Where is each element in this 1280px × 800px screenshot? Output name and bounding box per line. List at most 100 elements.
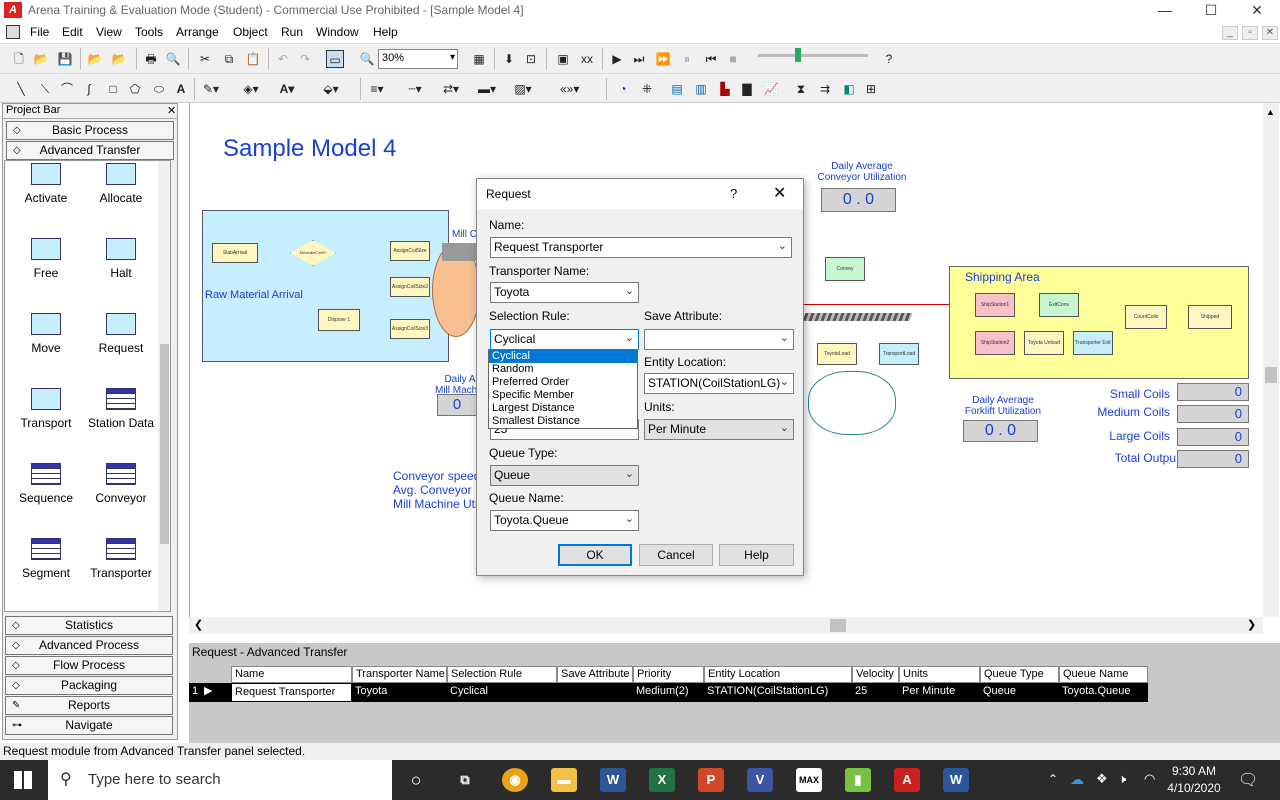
- text-icon[interactable]: A: [176, 82, 186, 96]
- cell-save-attribute[interactable]: [557, 683, 633, 702]
- module-allocate[interactable]: Allocate: [81, 163, 161, 205]
- text-color-icon[interactable]: A▾: [279, 82, 295, 96]
- template-detach-icon[interactable]: 📂: [111, 52, 127, 66]
- cell-entity-location[interactable]: STATION(CoilStationLG): [704, 683, 852, 702]
- cortana-icon[interactable]: ○: [410, 770, 422, 790]
- line-icon[interactable]: ╲: [17, 82, 25, 96]
- canvas-horizontal-scrollbar[interactable]: ❮ ❯: [189, 617, 1263, 634]
- copy-icon[interactable]: ⧉: [224, 52, 234, 66]
- panel-advanced-process[interactable]: ◇Advanced Process: [5, 636, 173, 655]
- word-icon[interactable]: W: [600, 768, 626, 792]
- panel-navigate[interactable]: ⊶Navigate: [5, 716, 173, 735]
- module-request[interactable]: Request: [81, 313, 161, 355]
- panel-basic-process[interactable]: ◇Basic Process: [6, 121, 174, 140]
- pause-icon[interactable]: ⏸: [683, 52, 690, 66]
- panel-packaging[interactable]: ◇Packaging: [5, 676, 173, 695]
- menu-help[interactable]: Help: [373, 25, 398, 39]
- ellipse-icon[interactable]: ⬭: [153, 82, 165, 96]
- panel-advanced-transfer[interactable]: ◇Advanced Transfer: [6, 141, 174, 160]
- chart-app-icon[interactable]: ▮: [845, 768, 871, 792]
- scroll-right-icon[interactable]: ❯: [1247, 619, 1257, 631]
- node-toyota-unload[interactable]: Toyota Unload: [1024, 331, 1064, 355]
- module-segment[interactable]: Segment: [6, 538, 86, 580]
- connect-icon[interactable]: ⬇: [503, 52, 515, 66]
- selection-rule-select[interactable]: Cyclical⌄: [490, 329, 639, 350]
- node-exit-conv[interactable]: ExitConv: [1039, 293, 1079, 317]
- col-save-attribute[interactable]: Save Attribute: [557, 666, 633, 683]
- queue-icon[interactable]: ⧗: [796, 82, 806, 96]
- entity-location-field[interactable]: STATION(CoilStationLG)⌄: [644, 373, 794, 394]
- ok-button[interactable]: OK: [558, 544, 632, 566]
- palette-scroll-thumb[interactable]: [160, 344, 169, 544]
- vertical-scroll-thumb[interactable]: [1265, 367, 1277, 383]
- undo-icon[interactable]: ↶: [277, 52, 289, 66]
- fill-pattern-icon[interactable]: ▨▾: [514, 82, 532, 96]
- cell-velocity[interactable]: 25: [852, 683, 899, 702]
- cell-name[interactable]: Request Transporter: [231, 683, 352, 702]
- fast-forward-xx-icon[interactable]: xx: [581, 52, 593, 66]
- option-random[interactable]: Random: [492, 363, 534, 375]
- node-dispose[interactable]: Dispose 1: [318, 309, 360, 331]
- queue-name-field[interactable]: Toyota.Queue⌄: [490, 510, 639, 531]
- module-halt[interactable]: Halt: [81, 238, 161, 280]
- module-transport[interactable]: Transport: [6, 388, 86, 430]
- node-assign-3[interactable]: AssignCoilSize3: [390, 319, 430, 339]
- panel-reports[interactable]: ✎Reports: [5, 696, 173, 715]
- stop-icon[interactable]: ■: [729, 52, 737, 66]
- clock-date[interactable]: 4/10/2020: [1167, 781, 1221, 795]
- menu-run[interactable]: Run: [281, 25, 304, 39]
- cut-icon[interactable]: ✂: [199, 52, 211, 66]
- line-width-icon[interactable]: ≡▾: [370, 82, 384, 96]
- scroll-left-icon[interactable]: ❮: [194, 619, 204, 631]
- bezier-icon[interactable]: ∫: [87, 82, 91, 96]
- fill-color-icon[interactable]: ◈▾: [243, 82, 259, 96]
- node-convey[interactable]: Convey: [825, 257, 865, 281]
- queue-type-select[interactable]: Queue⌄: [490, 465, 639, 486]
- col-selection-rule[interactable]: Selection Rule: [447, 666, 557, 683]
- task-view-icon[interactable]: ⧉: [460, 772, 470, 787]
- col-queue-name[interactable]: Queue Name: [1059, 666, 1148, 683]
- transporter-name-field[interactable]: Toyota⌄: [490, 282, 639, 303]
- option-largest-distance[interactable]: Largest Distance: [492, 402, 575, 414]
- node-count-coils[interactable]: CountCoils: [1125, 305, 1167, 329]
- file-explorer-icon[interactable]: ▬: [551, 768, 577, 792]
- mdi-close-button[interactable]: ✕: [1262, 26, 1278, 40]
- line-pattern-icon[interactable]: ▬▾: [478, 82, 497, 96]
- paste-icon[interactable]: 📋: [245, 52, 261, 66]
- node-transport-load[interactable]: TransportLoad: [879, 343, 919, 365]
- level-icon[interactable]: ▥: [695, 82, 707, 96]
- word-taskbar-icon[interactable]: W: [943, 768, 969, 792]
- open-icon[interactable]: 📂: [33, 52, 49, 66]
- save-attribute-field[interactable]: ⌄: [644, 329, 794, 350]
- plot-icon[interactable]: 📈: [763, 82, 779, 96]
- canvas-vertical-scrollbar[interactable]: ▲: [1263, 103, 1279, 617]
- col-velocity[interactable]: Velocity: [852, 666, 899, 683]
- print-icon[interactable]: 🖶: [145, 52, 157, 66]
- clock-time[interactable]: 9:30 AM: [1171, 764, 1217, 778]
- chart-icon[interactable]: ▇: [742, 82, 752, 96]
- arc-icon[interactable]: ⌒: [60, 82, 73, 96]
- col-units[interactable]: Units: [899, 666, 980, 683]
- node-ship-station-2[interactable]: ShipStation2: [975, 331, 1015, 355]
- background-color-icon[interactable]: ⬙▾: [323, 82, 339, 96]
- scroll-up-icon[interactable]: ▲: [1266, 107, 1275, 117]
- col-name[interactable]: Name: [231, 666, 352, 683]
- histogram-icon[interactable]: ▙: [720, 82, 730, 96]
- option-preferred-order[interactable]: Preferred Order: [492, 376, 570, 388]
- polygon-icon[interactable]: ⬠: [129, 82, 141, 96]
- row-pointer-icon[interactable]: ▶: [201, 683, 231, 702]
- arena-taskbar-icon[interactable]: A: [894, 768, 920, 792]
- line-color-icon[interactable]: ✎▾: [202, 82, 220, 96]
- windows-start-icon[interactable]: [14, 771, 32, 789]
- taskbar-search-box[interactable]: ⚲ Type here to search: [48, 760, 392, 800]
- fast-forward-icon[interactable]: ⏩: [655, 52, 671, 66]
- col-queue-type[interactable]: Queue Type: [980, 666, 1059, 683]
- volume-icon[interactable]: 🕨: [1118, 771, 1127, 786]
- help-button[interactable]: Help: [719, 544, 794, 566]
- print-preview-icon[interactable]: 🔍: [165, 52, 181, 66]
- powerpoint-icon[interactable]: P: [698, 768, 724, 792]
- station-icon[interactable]: ⊡: [525, 52, 537, 66]
- mdi-minimize-button[interactable]: _: [1222, 26, 1238, 40]
- transporter-icon[interactable]: ⊞: [865, 82, 877, 96]
- col-entity-location[interactable]: Entity Location: [704, 666, 852, 683]
